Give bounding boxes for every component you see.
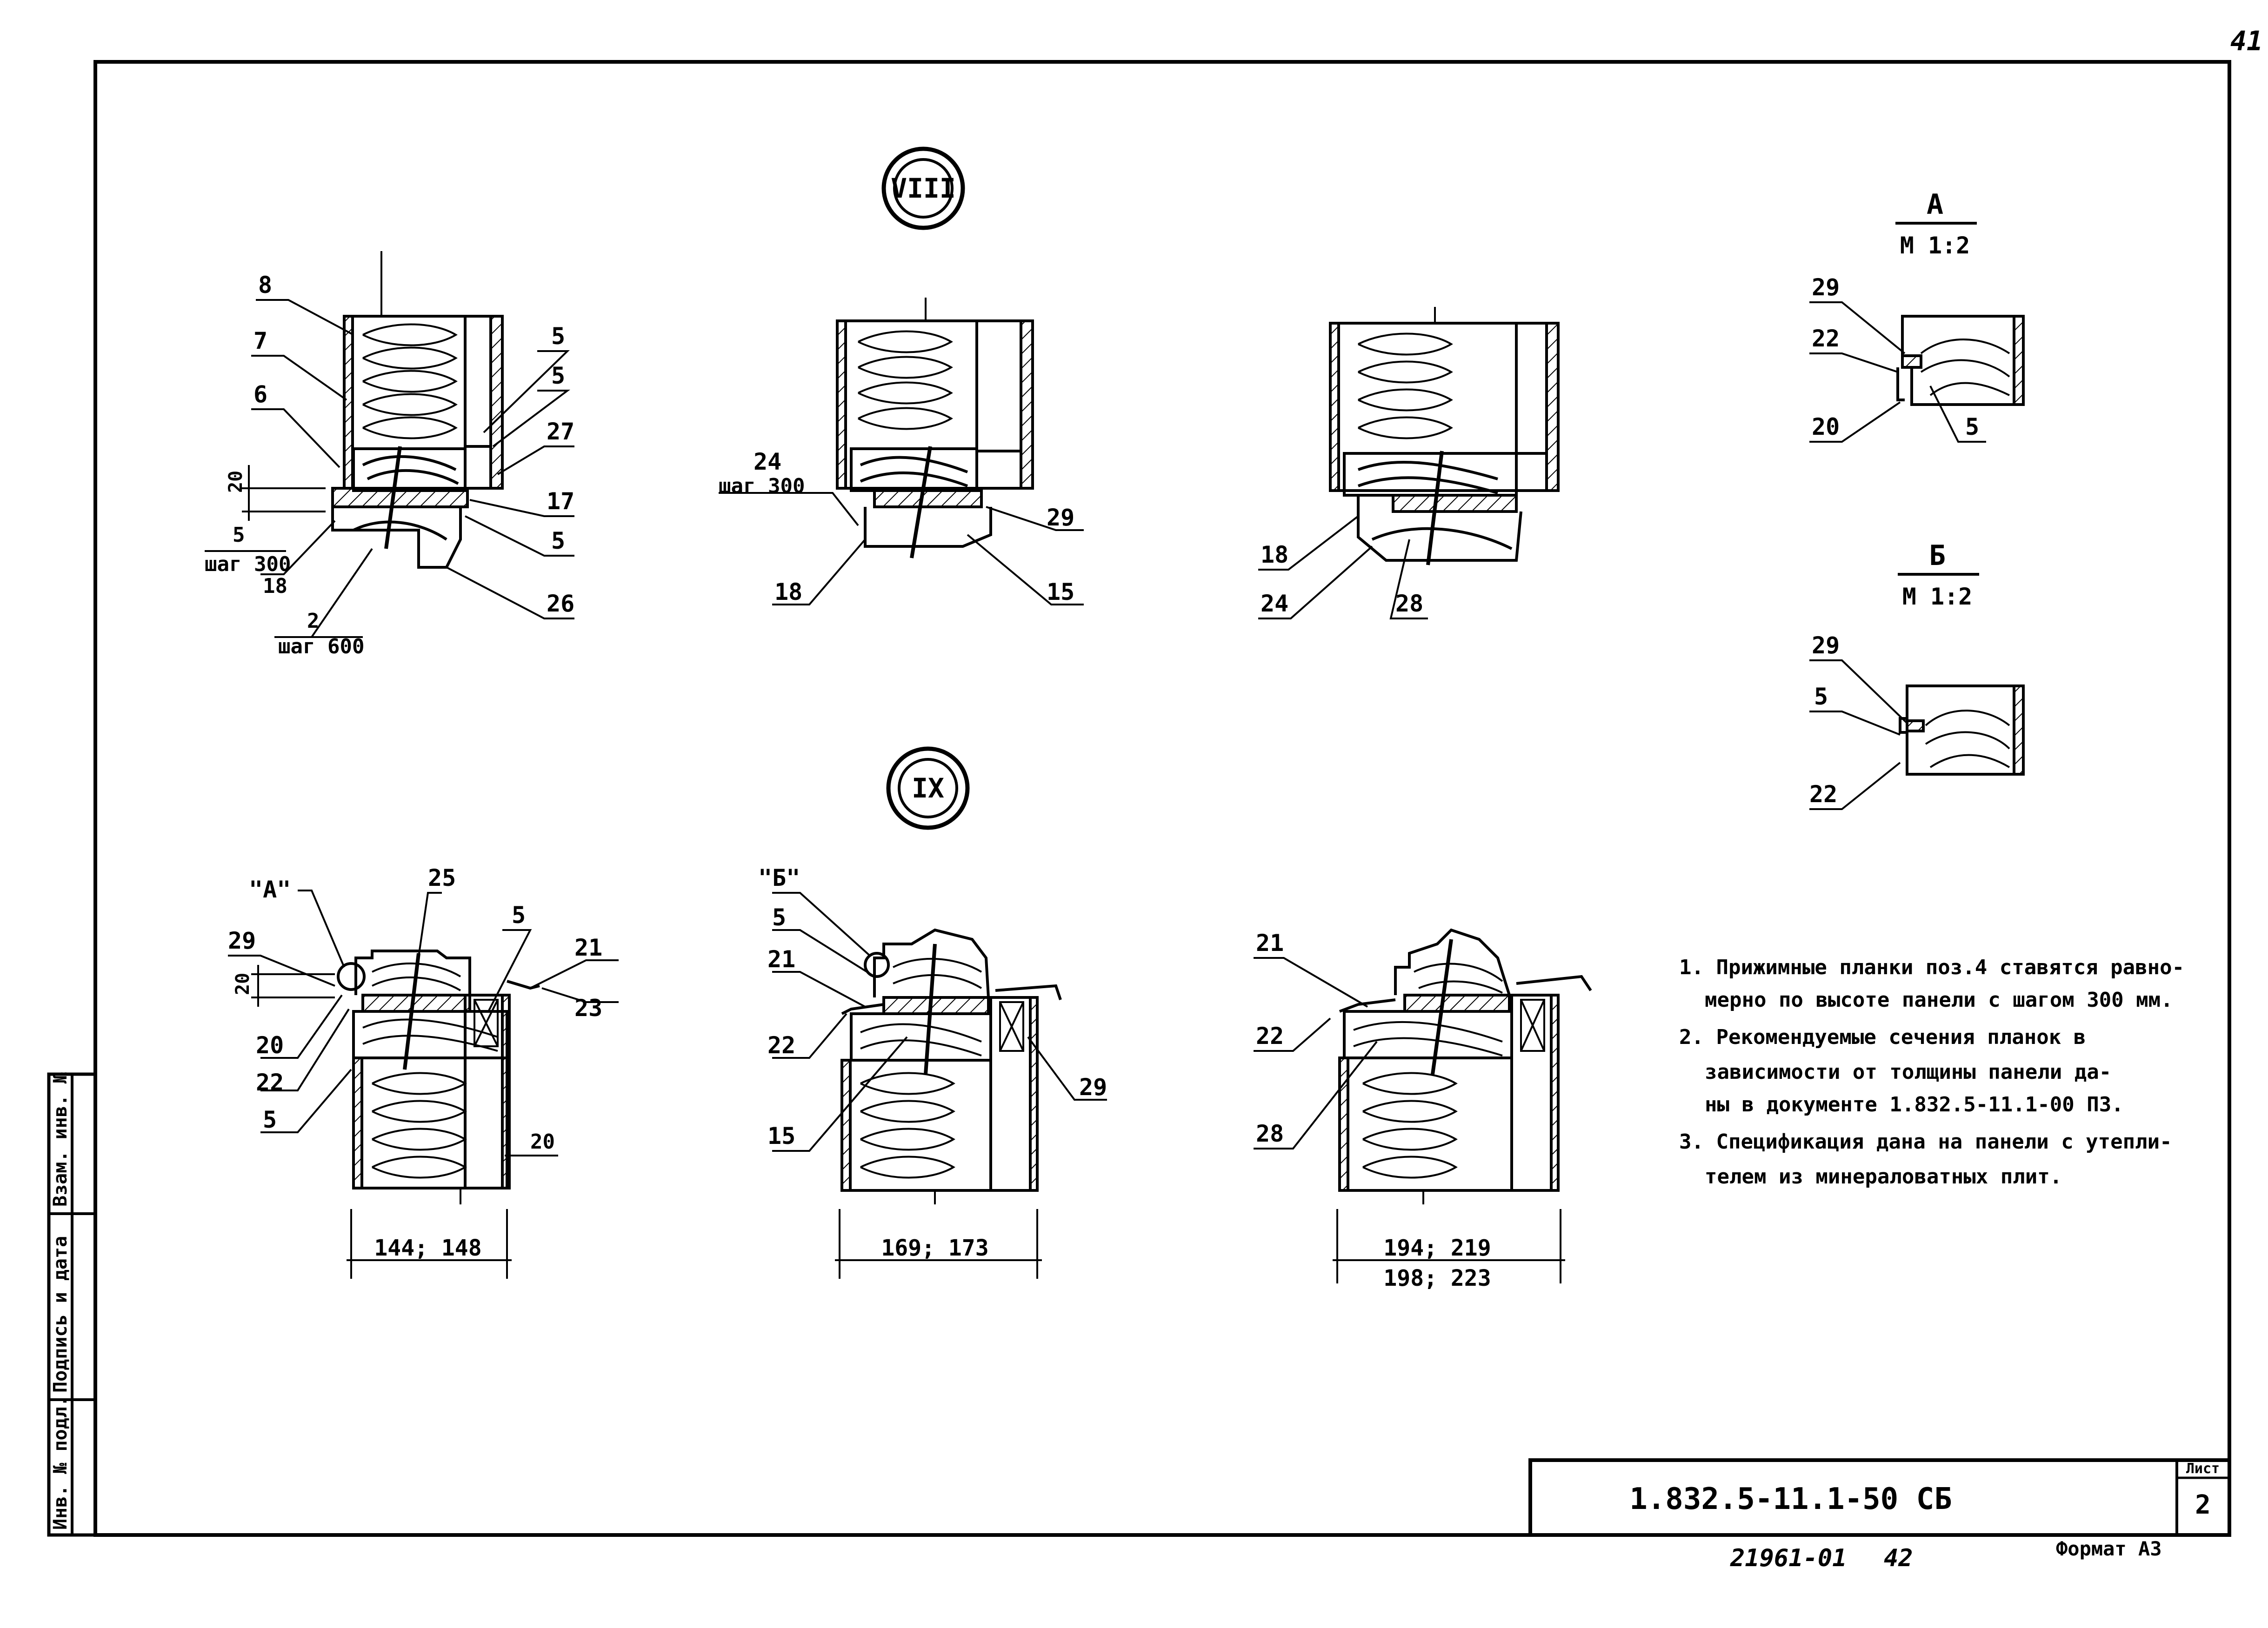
detail-b-title: Б (1929, 539, 1946, 572)
callout-r1l-18: 18 (263, 574, 287, 598)
detail-a-20: 20 (1812, 413, 1840, 440)
ref-b: "Б" (758, 864, 800, 891)
row1-middle-leaders (719, 492, 1084, 605)
archive-number: 21961-01 (1730, 1544, 1847, 1572)
callout-r1l-7: 7 (253, 327, 267, 354)
section-viii-panel-left (331, 251, 504, 569)
note-line-4: зависимости от толщины панели да- (1705, 1060, 2111, 1084)
callout-r2l-23: 23 (574, 995, 602, 1022)
dim-r2l-20-side: 20 (530, 1130, 555, 1154)
detail-b-29: 29 (1812, 632, 1840, 659)
detail-b-scale: М 1:2 (1902, 583, 1973, 610)
callout-r1m-15: 15 (1047, 578, 1074, 605)
callout-r1r-28: 28 (1395, 590, 1423, 617)
section-viii-panel-middle (836, 298, 1034, 558)
callout-r1l-5c: 5 (551, 527, 565, 554)
row1-right-leaders (1258, 515, 1428, 619)
archive-page: 42 (1884, 1544, 1913, 1572)
row2-right-leaders (1254, 957, 1565, 1283)
callout-r1l-5a: 5 (551, 323, 565, 350)
callout-r2l-5b: 5 (263, 1106, 277, 1133)
callout-r1l-26: 26 (547, 590, 574, 617)
step-r1l-2-label: 2 (307, 609, 320, 633)
width-r2r-1: 194; 219 (1383, 1235, 1491, 1261)
callout-r2l-5a: 5 (512, 902, 526, 929)
note-line-6: 3. Спецификация дана на панели с утепли- (1679, 1130, 2172, 1154)
callout-r2m-21: 21 (767, 946, 795, 973)
page-number: 41 (2230, 25, 2263, 57)
callout-r2l-29: 29 (228, 927, 256, 954)
width-r2r-2: 198; 223 (1383, 1265, 1491, 1291)
row2-middle-leaders (772, 892, 1107, 1279)
callout-r2l-25: 25 (428, 864, 456, 891)
svg-text:IX: IX (912, 772, 944, 804)
row2-left-leaders (228, 890, 619, 1279)
width-r2m: 169; 173 (881, 1235, 988, 1261)
detail-a-29: 29 (1812, 274, 1840, 301)
note-line-2: мерно по высоте панели с шагом 300 мм. (1705, 988, 2173, 1012)
callout-r1m-18: 18 (774, 578, 802, 605)
callout-r2l-22: 22 (256, 1069, 284, 1096)
width-r2l: 144; 148 (374, 1235, 481, 1261)
side-stamp: Инв. № подл. Подпись и дата Взам. инв. № (47, 1072, 97, 1537)
detail-a-5: 5 (1965, 413, 1979, 440)
title-block: 1.832.5-11.1-50 СБ Лист 2 (1528, 1458, 2231, 1537)
section-ix-panel-right (1338, 928, 1592, 1204)
detail-b: Б М 1:2 29 5 22 (1809, 539, 2025, 810)
callout-r2l-21: 21 (574, 934, 602, 961)
step-r1m-24-label: 24 (754, 448, 781, 475)
callout-r1l-27: 27 (547, 418, 574, 445)
sheet-number: 2 (2195, 1490, 2211, 1520)
section-mark-viii: VIII (881, 146, 965, 230)
step-r1l-2-step: шаг 600 (278, 635, 364, 658)
sheet-frame (93, 60, 2231, 1537)
stamp-inv-no: Инв. № подл. (50, 1395, 71, 1530)
detail-a: А М 1:2 29 22 20 5 (1809, 188, 2025, 443)
step-r1l-5-label: 5 (233, 523, 245, 547)
callout-r1r-24: 24 (1261, 590, 1288, 617)
note-line-5: ны в документе 1.832.5-11.1-00 ПЗ. (1705, 1093, 2124, 1116)
doc-code: 1.832.5-11.1-50 СБ (1629, 1482, 1952, 1516)
callout-r1l-17: 17 (547, 488, 574, 515)
notes: 1. Прижимные планки поз.4 ставятся равно… (1679, 956, 2184, 1189)
callout-r2r-21: 21 (1256, 930, 1284, 957)
note-line-1: 1. Прижимные планки поз.4 ставятся равно… (1679, 956, 2184, 979)
section-viii-panel-right (1329, 307, 1560, 565)
section-mark-ix: IX (886, 746, 970, 830)
ref-a: "А" (249, 876, 291, 903)
detail-b-22: 22 (1809, 781, 1837, 808)
callout-r2r-22: 22 (1256, 1023, 1284, 1050)
step-r1l-5-step: шаг 300 (205, 552, 291, 576)
callout-r2m-15: 15 (767, 1123, 795, 1150)
callout-r1l-5b: 5 (551, 362, 565, 389)
detail-a-22: 22 (1812, 325, 1840, 352)
stamp-replaced-inv: Взам. инв. № (50, 1072, 71, 1207)
callout-r1r-18: 18 (1261, 541, 1288, 568)
paper-format: Формат А3 (2056, 1537, 2162, 1560)
note-line-7: телем из минераловатных плит. (1705, 1165, 2062, 1189)
dim-r2l-20-top: 20 (232, 973, 253, 995)
row1-left-leaders (205, 299, 574, 638)
detail-b-5: 5 (1814, 683, 1828, 710)
detail-a-scale: М 1:2 (1900, 232, 1970, 259)
callout-r2l-20: 20 (256, 1032, 284, 1059)
callout-r2r-28: 28 (1256, 1120, 1284, 1147)
callout-r2m-22: 22 (767, 1032, 795, 1059)
section-ix-panel-middle (840, 928, 1062, 1204)
callout-r2m-29: 29 (1079, 1074, 1107, 1101)
dim-r1l-20: 20 (225, 471, 247, 493)
step-r1m-24-step: шаг 300 (719, 474, 805, 498)
callout-r1l-8: 8 (258, 272, 272, 299)
callout-r2m-5: 5 (772, 904, 786, 931)
sheet-label: Лист (2186, 1461, 2220, 1477)
callout-r1l-6: 6 (253, 381, 267, 408)
callout-r1m-29: 29 (1047, 504, 1074, 531)
stamp-signature-date: Подпись и дата (50, 1236, 71, 1393)
svg-text:VIII: VIII (891, 173, 956, 204)
detail-a-title: А (1927, 188, 1943, 221)
note-line-3: 2. Рекомендуемые сечения планок в (1679, 1025, 2086, 1049)
